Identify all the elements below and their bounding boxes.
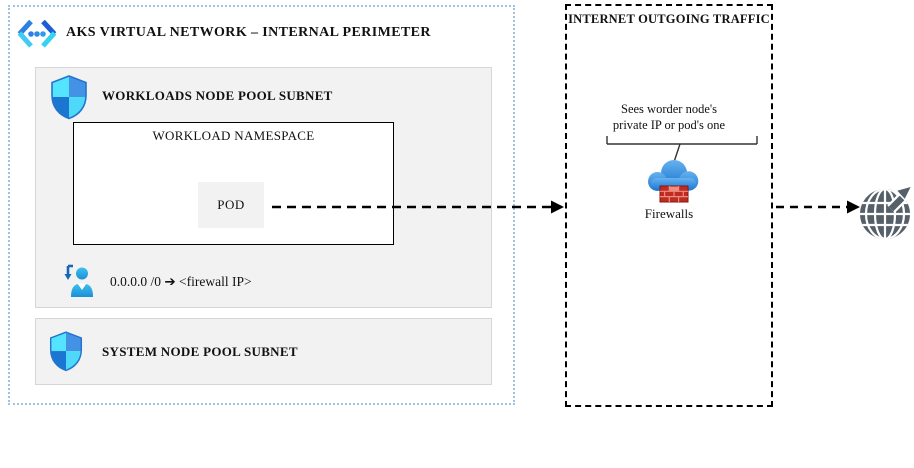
subnet-shield-icon bbox=[49, 331, 83, 372]
internet-note: Sees worder node's private IP or pod's o… bbox=[567, 102, 771, 133]
subnet-shield-icon bbox=[51, 75, 87, 120]
aks-network-title: AKS VIRTUAL NETWORK – INTERNAL PERIMETER bbox=[66, 25, 431, 40]
arrow-internet-to-globe bbox=[776, 200, 860, 214]
pod-box: POD bbox=[198, 182, 264, 228]
route-rule-text: 0.0.0.0 /0 ➔ <firewall IP> bbox=[110, 274, 252, 289]
workload-namespace-title: WORKLOAD NAMESPACE bbox=[152, 128, 315, 143]
internet-box-title: INTERNET OUTGOING TRAFFIC bbox=[568, 12, 770, 26]
firewalls-label: Firewalls bbox=[644, 206, 694, 221]
workload-namespace-box: WORKLOAD NAMESPACE POD bbox=[73, 122, 394, 245]
aks-virtual-network-box: AKS VIRTUAL NETWORK – INTERNAL PERIMETER… bbox=[8, 5, 515, 405]
internet-outgoing-traffic-box: INTERNET OUTGOING TRAFFIC Sees worder no… bbox=[565, 4, 773, 407]
arrow-pod-to-internet bbox=[272, 200, 564, 214]
brick-wall bbox=[659, 185, 689, 203]
firewall-cloud-icon bbox=[648, 160, 699, 203]
internet-globe-icon bbox=[860, 183, 914, 239]
system-subnet-label: SYSTEM NODE POOL SUBNET bbox=[102, 343, 298, 359]
route-user-icon bbox=[64, 264, 93, 297]
workloads-subnet-label: WORKLOADS NODE POOL SUBNET bbox=[102, 88, 333, 103]
route-entry: 0.0.0.0 /0 ➔ <firewall IP> bbox=[64, 261, 252, 303]
virtual-network-icon bbox=[17, 19, 57, 48]
internet-note-line1: Sees worder node's bbox=[621, 102, 717, 116]
note-bracket bbox=[606, 136, 758, 163]
system-subnet-box: SYSTEM NODE POOL SUBNET bbox=[35, 318, 492, 385]
workloads-subnet-box: WORKLOADS NODE POOL SUBNET WORKLOAD NAME… bbox=[35, 67, 492, 308]
internet-note-line2: private IP or pod's one bbox=[612, 117, 726, 132]
